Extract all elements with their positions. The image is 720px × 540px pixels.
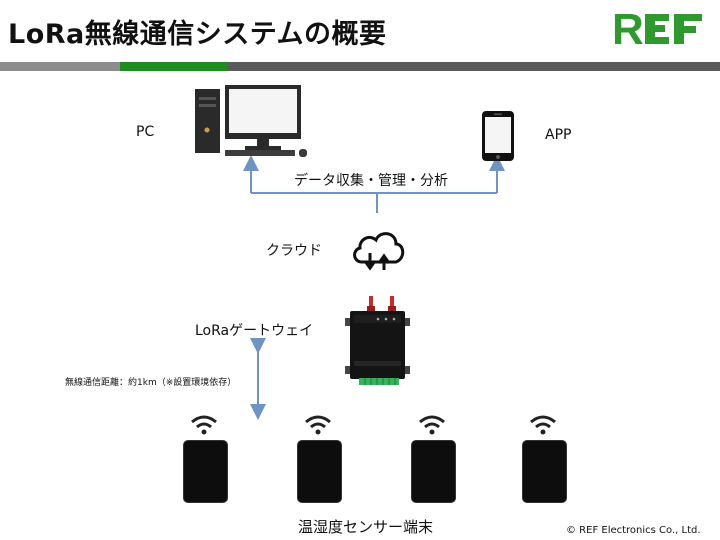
ref-logo: R xyxy=(612,5,712,54)
wifi-icon xyxy=(530,415,556,435)
connection-label: データ収集・管理・分析 xyxy=(294,173,448,189)
svg-text:R: R xyxy=(612,5,643,54)
sensor-terminal xyxy=(411,440,456,503)
wifi-icon xyxy=(419,415,445,435)
wifi-icon xyxy=(305,415,331,435)
copyright: © REF Electronics Co., Ltd. xyxy=(566,525,701,536)
sensor-terminal xyxy=(522,440,567,503)
wifi-icon xyxy=(191,415,217,435)
range-note: 無線通信距離：約1km（※設置環境依存） xyxy=(65,378,237,388)
cloud-label: クラウド xyxy=(266,243,322,259)
sensors-label: 温湿度センサー端末 xyxy=(298,518,434,536)
pc-label: PC xyxy=(136,124,155,140)
cloud-sync-icon xyxy=(350,226,406,278)
header-bar-dark xyxy=(227,62,720,71)
header-bar-gray xyxy=(0,62,120,71)
smartphone-icon xyxy=(482,111,514,165)
sensor-terminal xyxy=(183,440,228,503)
app-label: APP xyxy=(545,127,572,143)
page-title: LoRa無線通信システムの概要 xyxy=(8,19,387,50)
header-bar-accent xyxy=(120,62,227,71)
sensor-terminal xyxy=(297,440,342,503)
desktop-computer-icon xyxy=(195,85,310,164)
gateway-label: LoRaゲートウェイ xyxy=(195,323,314,339)
gateway-device-icon xyxy=(345,296,410,392)
